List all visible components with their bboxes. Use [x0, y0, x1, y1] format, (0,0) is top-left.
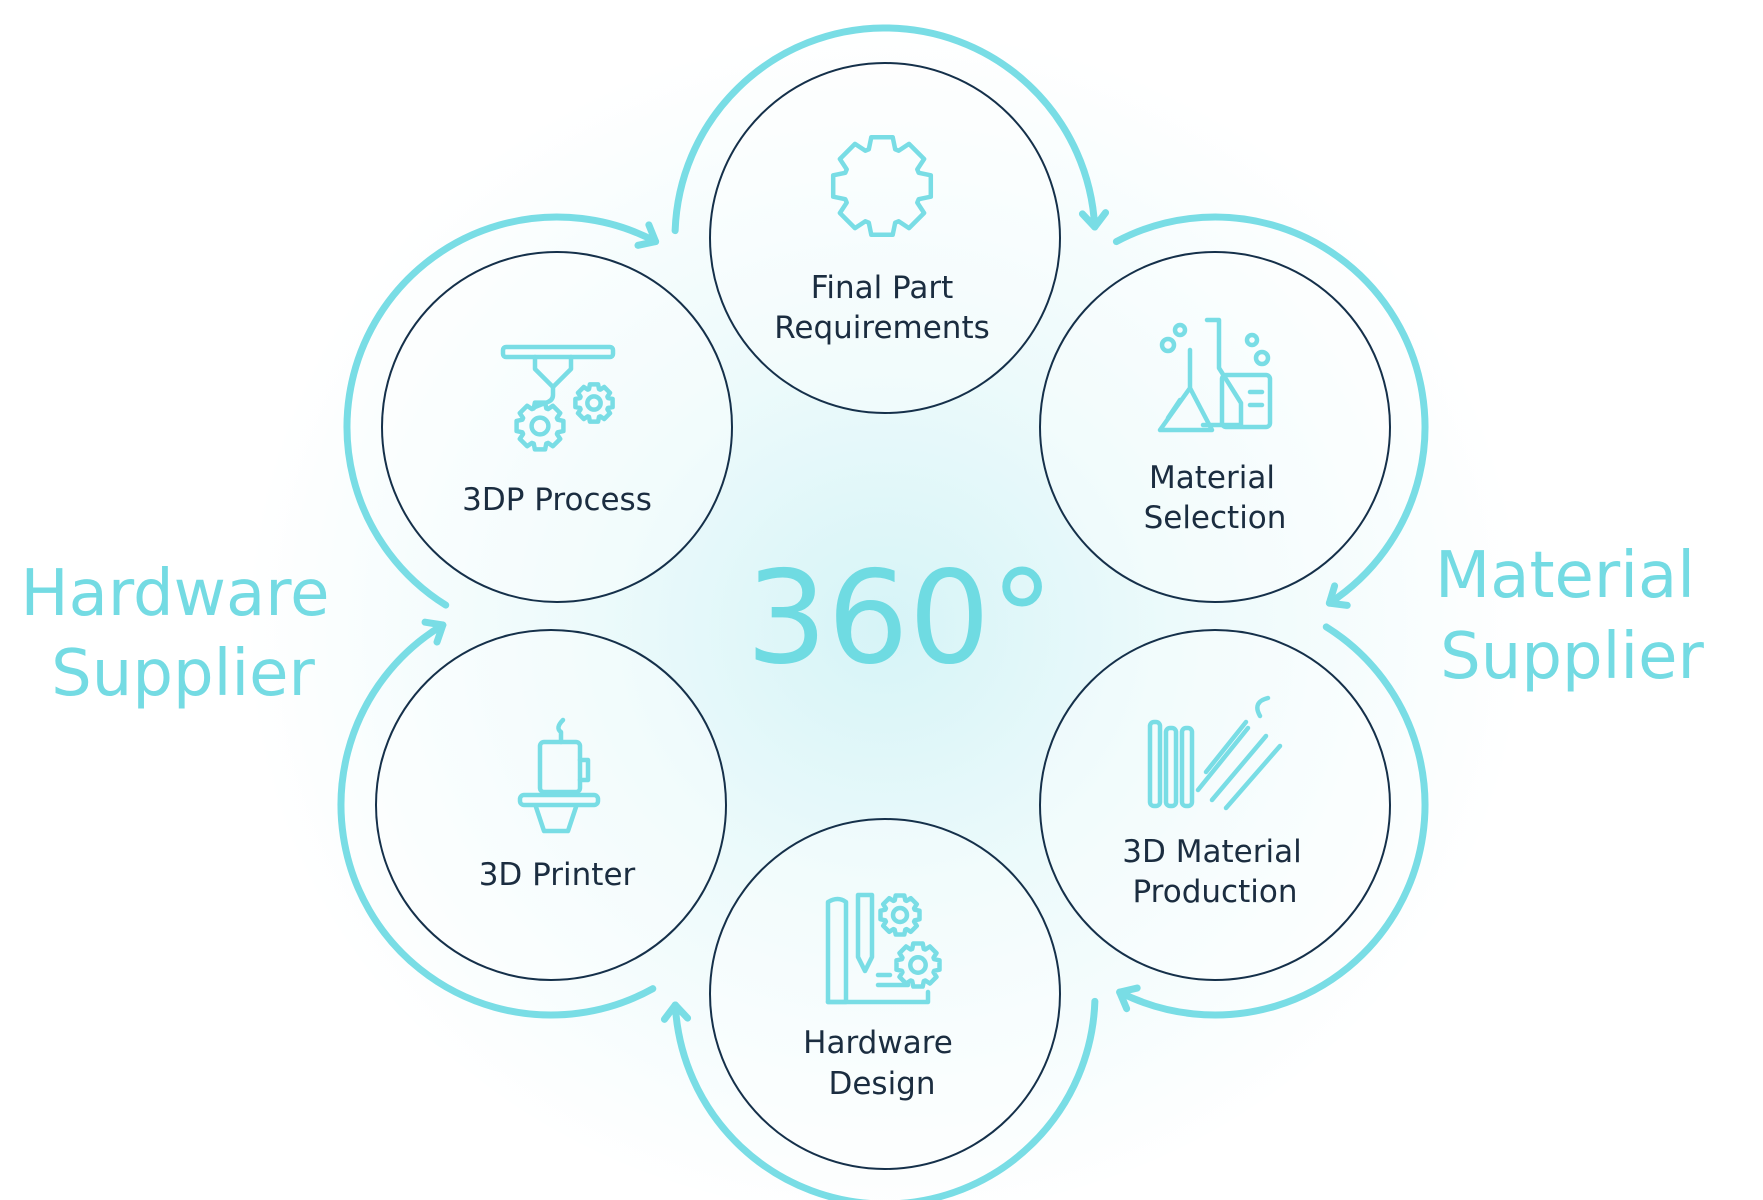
cycle-arc-5: [337, 621, 657, 1019]
gear-hub: [890, 905, 910, 925]
gear-hub: [908, 955, 928, 975]
gear-hub: [585, 394, 603, 412]
node-material-selection[interactable]: Material Selection: [1039, 251, 1391, 603]
arrowhead-icon: [1078, 209, 1110, 231]
gear-outline: [830, 134, 934, 238]
arrowhead-icon: [1116, 984, 1141, 1013]
node-label: 3D Printer: [479, 857, 636, 893]
node-label: Hardware: [803, 1025, 953, 1061]
arrowhead-icon: [421, 618, 447, 646]
printer-extruder-icon: [517, 717, 601, 834]
arrowhead-icon: [634, 221, 660, 249]
extruder-gears-icon: [500, 344, 616, 452]
gear-outline: [514, 400, 566, 452]
cycle-arc-1: [671, 24, 1099, 235]
lab-flask-icon: [1157, 317, 1273, 433]
arrowhead-icon: [1325, 582, 1351, 609]
node-label: Production: [1133, 874, 1298, 910]
cycle-arc-2: [1112, 213, 1429, 607]
hardware-supplier-label-line1: Hardware: [21, 557, 330, 631]
gear-hub: [529, 415, 551, 437]
arrowhead-icon: [660, 1001, 692, 1023]
node-final-part-requirements[interactable]: Final Part Requirements: [709, 62, 1061, 414]
node-3dp-process[interactable]: 3DP Process: [381, 251, 733, 603]
material-supplier-label-line1: Material: [1435, 539, 1695, 613]
node-label: Material: [1149, 460, 1275, 496]
node-label: 3D Material: [1122, 834, 1301, 870]
node-3d-material-production[interactable]: 3D Material Production: [1039, 629, 1391, 981]
material-supplier-label-line2: Supplier: [1440, 620, 1704, 694]
node-label: 3DP Process: [462, 482, 652, 518]
gear-outline: [573, 382, 615, 424]
blueprint-gears-icon: [825, 892, 942, 1005]
gear-outline: [878, 893, 922, 937]
node-label: Requirements: [774, 310, 990, 346]
gear-icon: [830, 134, 934, 238]
hardware-supplier-label-line2: Supplier: [51, 637, 315, 711]
node-3d-printer[interactable]: 3D Printer: [375, 629, 727, 981]
background-glow: [245, 16, 1525, 1200]
node-label: Design: [828, 1066, 935, 1102]
center-360-label: 360°: [746, 544, 1054, 693]
node-label: Selection: [1144, 500, 1287, 536]
node-hardware-design[interactable]: Hardware Design: [709, 818, 1061, 1170]
cycle-arc-4: [671, 997, 1099, 1200]
cycle-arc-6: [343, 213, 660, 609]
cycle-arrows: [337, 24, 1429, 1200]
cycle-arc-3: [1116, 623, 1429, 1019]
gear-outline: [894, 941, 942, 989]
filament-spool-icon: [1147, 695, 1283, 811]
node-label: Final Part: [811, 270, 954, 306]
